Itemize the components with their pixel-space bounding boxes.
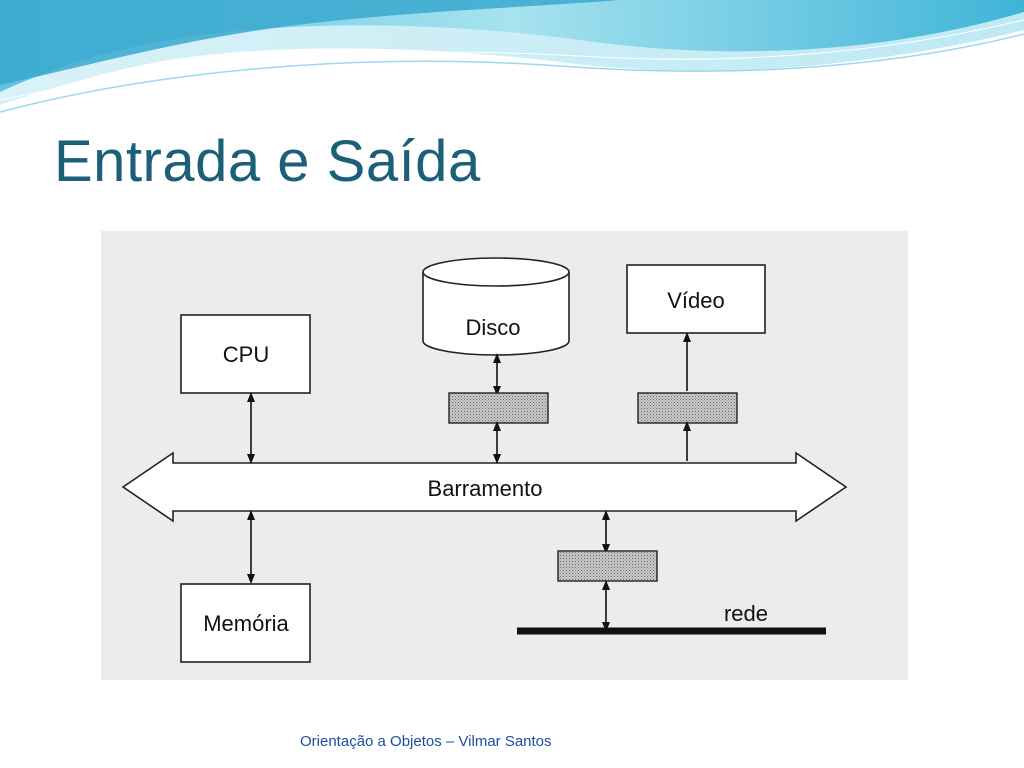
disk-label: Disco	[465, 315, 520, 340]
video-label: Vídeo	[667, 288, 725, 313]
memory-label: Memória	[203, 611, 289, 636]
video-controller	[637, 392, 738, 424]
bus-arrow: Barramento	[121, 451, 848, 523]
video-node: Vídeo	[626, 264, 766, 334]
io-diagram: Barramento CPU Memória Disco	[101, 231, 908, 680]
memory-node: Memória	[180, 583, 311, 663]
header-wave-decoration	[0, 0, 1024, 113]
slide-footer: Orientação a Objetos – Vilmar Santos	[300, 733, 552, 750]
cpu-node: CPU	[180, 314, 311, 394]
slide-title: Entrada e Saída	[54, 129, 481, 194]
network-controller	[557, 550, 658, 582]
disk-node: Disco	[422, 257, 570, 356]
bus-label: Barramento	[428, 476, 543, 501]
cpu-label: CPU	[223, 342, 269, 367]
disk-controller	[448, 392, 549, 424]
network-label: rede	[724, 601, 768, 626]
